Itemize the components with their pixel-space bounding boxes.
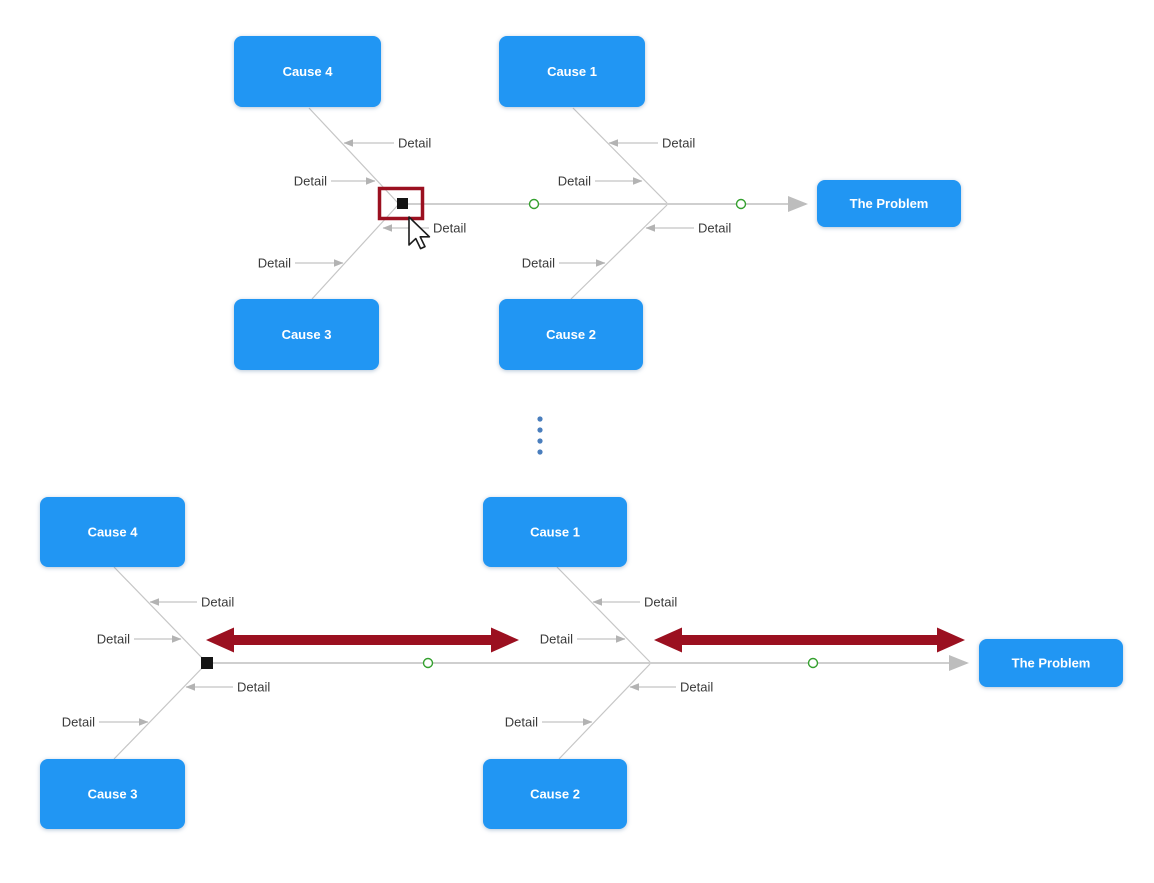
detail-label: Detail (522, 256, 555, 271)
node-label: The Problem (1012, 656, 1091, 671)
stretch-arrow-icon (654, 627, 965, 653)
detail-label: Detail (662, 136, 695, 151)
detail-annotations-middle-v: Detail Detail Detail Detail (522, 136, 732, 271)
node-label: Cause 3 (88, 787, 138, 802)
node-label: Cause 2 (530, 787, 580, 802)
mouse-cursor-icon (408, 216, 431, 250)
detail-annotations-left-v: Detail Detail Detail Detail (258, 136, 467, 271)
node-cause-3[interactable]: Cause 3 (40, 759, 185, 829)
node-the-problem[interactable]: The Problem (979, 639, 1123, 687)
detail-label: Detail (294, 174, 327, 189)
node-cause-2[interactable]: Cause 2 (499, 299, 643, 370)
rib-cause3 (113, 663, 207, 760)
selection-handle-icon[interactable] (377, 186, 425, 221)
endpoint-handle-icon[interactable] (201, 657, 213, 669)
detail-label: Detail (62, 715, 95, 730)
node-the-problem[interactable]: The Problem (817, 180, 961, 227)
stretch-arrow-icon (206, 627, 519, 653)
detail-label: Detail (433, 221, 466, 236)
rib-cause2 (570, 204, 668, 300)
node-cause-4[interactable]: Cause 4 (234, 36, 381, 107)
node-label: Cause 1 (547, 64, 597, 79)
endpoint-handle-icon[interactable] (397, 198, 408, 209)
node-cause-3[interactable]: Cause 3 (234, 299, 379, 370)
detail-label: Detail (237, 680, 270, 695)
connector-port-icon[interactable] (735, 198, 747, 210)
node-label: Cause 2 (546, 327, 596, 342)
detail-label: Detail (258, 256, 291, 271)
detail-annotations-left-v: Detail Detail Detail Detail (62, 595, 271, 730)
connector-port-icon[interactable] (807, 657, 819, 669)
connector-port-icon[interactable] (528, 198, 540, 210)
node-label: Cause 4 (283, 64, 334, 79)
rib-cause4 (113, 566, 207, 663)
detail-label: Detail (97, 632, 130, 647)
vertical-ellipsis-icon (537, 416, 543, 455)
node-cause-2[interactable]: Cause 2 (483, 759, 627, 829)
node-label: Cause 4 (88, 525, 139, 540)
fishbone-diagram-before: Detail Detail Detail Detail Detail Detai… (234, 36, 961, 370)
fishbone-diagram-after: Detail Detail Detail Detail Detail Detai… (40, 497, 1123, 829)
rib-cause1 (556, 566, 651, 663)
node-cause-1[interactable]: Cause 1 (499, 36, 645, 107)
detail-label: Detail (398, 136, 431, 151)
detail-label: Detail (558, 174, 591, 189)
detail-label: Detail (698, 221, 731, 236)
detail-label: Detail (540, 632, 573, 647)
node-label: Cause 1 (530, 525, 580, 540)
node-cause-4[interactable]: Cause 4 (40, 497, 185, 567)
detail-label: Detail (680, 680, 713, 695)
rib-cause2 (558, 663, 651, 760)
detail-label: Detail (644, 595, 677, 610)
detail-label: Detail (505, 715, 538, 730)
node-label: The Problem (850, 196, 929, 211)
detail-annotations-middle-v: Detail Detail Detail Detail (505, 595, 714, 730)
detail-label: Detail (201, 595, 234, 610)
rib-cause1 (572, 107, 668, 204)
node-cause-1[interactable]: Cause 1 (483, 497, 627, 567)
rib-cause3 (311, 204, 399, 300)
connector-port-icon[interactable] (422, 657, 434, 669)
node-label: Cause 3 (282, 327, 332, 342)
